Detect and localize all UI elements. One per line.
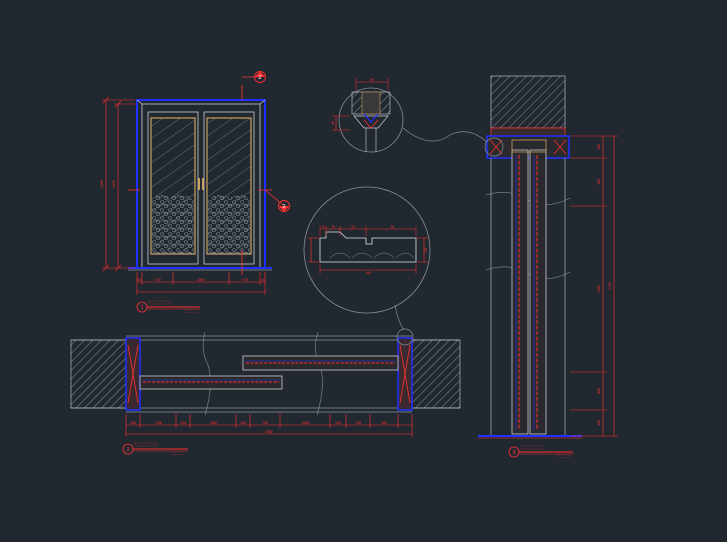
plan-bdim-5: 700 [262, 421, 268, 425]
plan-bdim-7: 200 [335, 421, 341, 425]
plan-bdim-9: 100 [381, 421, 387, 425]
elev-bdim-3: 670 [242, 278, 248, 282]
sec-rdim-0: 100 [597, 144, 601, 150]
elevation-title: 1 [136, 300, 200, 313]
section-leaf-left [511, 149, 529, 435]
elev-bdim-1: 670 [155, 278, 161, 282]
left-ornament [152, 194, 194, 254]
door-section-view: 100 100 1200 800 100 2100 3 [478, 75, 618, 458]
plan-total-dim: 5800 [265, 430, 273, 434]
plan-bdim-2: 200 [180, 421, 186, 425]
detail-a-left-dim: 40 [331, 121, 335, 125]
elevation-side-dims [102, 96, 135, 272]
svg-text:2: 2 [258, 75, 262, 81]
profile-dim-0: 12 [321, 225, 325, 229]
svg-text:2: 2 [126, 447, 130, 453]
elev-bdim-4: 50 [261, 278, 265, 282]
profile-dim-bottom: 100 [365, 271, 371, 275]
sec-rdim-3: 800 [597, 388, 601, 394]
handle-right [202, 178, 204, 190]
plan-bdim-3: 1500 [209, 421, 217, 425]
plan-bdim-0: 100 [130, 421, 136, 425]
sec-rdim-4: 100 [597, 420, 601, 426]
plan-bdim-4: 200 [240, 421, 246, 425]
elev-bdim-0: 50 [137, 278, 141, 282]
section-ceiling [490, 75, 566, 129]
section-leaf-right [529, 149, 547, 435]
door-elevation-view: 2 2 2100 1950 [100, 71, 290, 313]
section-title: 3 [508, 445, 573, 458]
plan-wall-right [411, 339, 461, 409]
sec-total-dim: 2100 [608, 282, 612, 290]
callout-top: 2 [242, 71, 266, 83]
plan-wall-left [70, 339, 127, 409]
elev-dim-overall: 2100 [100, 180, 104, 188]
profile-dim-3: 30 [390, 225, 394, 229]
handle-left [198, 178, 200, 190]
elevation-bottom-dims [136, 272, 266, 295]
svg-text:3: 3 [512, 450, 516, 456]
plan-title: 2 [122, 442, 188, 455]
plan-bottom-dims [125, 414, 413, 437]
profile-dim-1: 10 [331, 225, 335, 229]
plan-bdim-1: 1100 [154, 421, 162, 425]
sec-rdim-2: 1200 [597, 285, 601, 293]
door-plan-view: 100 1100 200 1500 200 700 1500 200 700 1… [70, 328, 461, 455]
detail-circle-profile: 12 10 25 30 20 100 [303, 186, 431, 314]
profile-dim-right: 20 [424, 248, 428, 252]
leader-detail-b [394, 304, 405, 331]
leader-detail-a [402, 127, 491, 146]
sec-rdim-1: 100 [597, 179, 601, 185]
right-ornament [208, 194, 250, 254]
detail-a-top-dim: 60 [370, 78, 374, 82]
elev-dim-inner: 1950 [112, 180, 116, 188]
profile-dim-2: 25 [351, 225, 355, 229]
callout-right: 2 [264, 189, 290, 212]
svg-text:2: 2 [282, 204, 286, 210]
plan-bdim-8: 700 [355, 421, 361, 425]
detail-circle-top: 60 40 [331, 78, 404, 153]
svg-text:1: 1 [140, 305, 144, 311]
plan-bdim-6: 1500 [301, 421, 309, 425]
section-right-dims [570, 135, 618, 437]
elev-bdim-2: 1000 [197, 278, 205, 282]
